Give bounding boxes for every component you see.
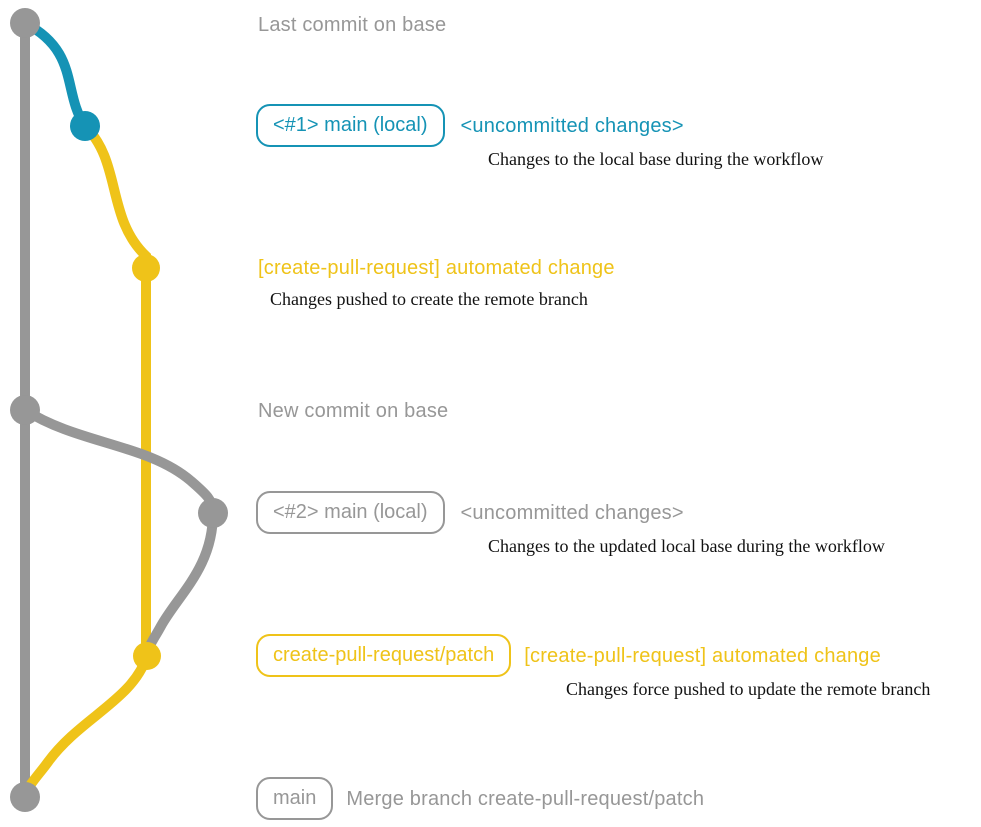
annotation-last-commit: Last commit on base	[258, 13, 446, 37]
annotation-title: [create-pull-request] automated change	[524, 644, 881, 667]
annotation-title: Merge branch create-pull-request/patch	[346, 787, 705, 810]
annotation-description: Changes force pushed to update the remot…	[566, 679, 931, 699]
branch-badge: create-pull-request/patch	[256, 634, 512, 677]
main-local-branch-line-2	[20, 405, 218, 518]
patch-branch-curve-top	[80, 121, 151, 273]
branch-badge: main	[256, 777, 334, 820]
annotation-title: <uncommitted changes>	[460, 501, 684, 524]
branch-badge: <#2> main (local)	[256, 491, 445, 534]
annotation-title: <uncommitted changes>	[460, 114, 684, 137]
annotation-uncommitted-1: <#1> main (local) <uncommitted changes> …	[256, 104, 823, 170]
main-local-branch-line-1	[20, 18, 90, 131]
annotation-uncommitted-2: <#2> main (local) <uncommitted changes> …	[256, 491, 885, 557]
main-local-rebase-curve	[142, 508, 218, 661]
commit-node-automated-1	[132, 254, 160, 282]
annotation-description: Changes to the updated local base during…	[488, 536, 885, 556]
commit-node-merge	[10, 782, 40, 812]
annotation-title: New commit on base	[258, 400, 449, 422]
annotation-new-commit: New commit on base	[258, 399, 448, 423]
commit-node-last-base	[10, 8, 40, 38]
annotation-description: Changes to the local base during the wor…	[488, 149, 824, 169]
commit-node-uncommitted-2	[198, 498, 228, 528]
annotation-title: [create-pull-request] automated change	[258, 257, 615, 279]
annotation-description: Changes pushed to create the remote bran…	[270, 289, 588, 309]
annotation-merge: main Merge branch create-pull-request/pa…	[256, 777, 704, 820]
annotation-automated-1: [create-pull-request] automated change C…	[258, 256, 615, 310]
branch-badge: <#1> main (local)	[256, 104, 445, 147]
annotation-automated-2: create-pull-request/patch [create-pull-r…	[256, 634, 930, 700]
commit-node-new-base	[10, 395, 40, 425]
commit-node-automated-2	[133, 642, 161, 670]
commit-node-uncommitted-1	[70, 111, 100, 141]
annotation-title: Last commit on base	[258, 14, 447, 36]
patch-branch-merge-curve	[20, 651, 152, 802]
